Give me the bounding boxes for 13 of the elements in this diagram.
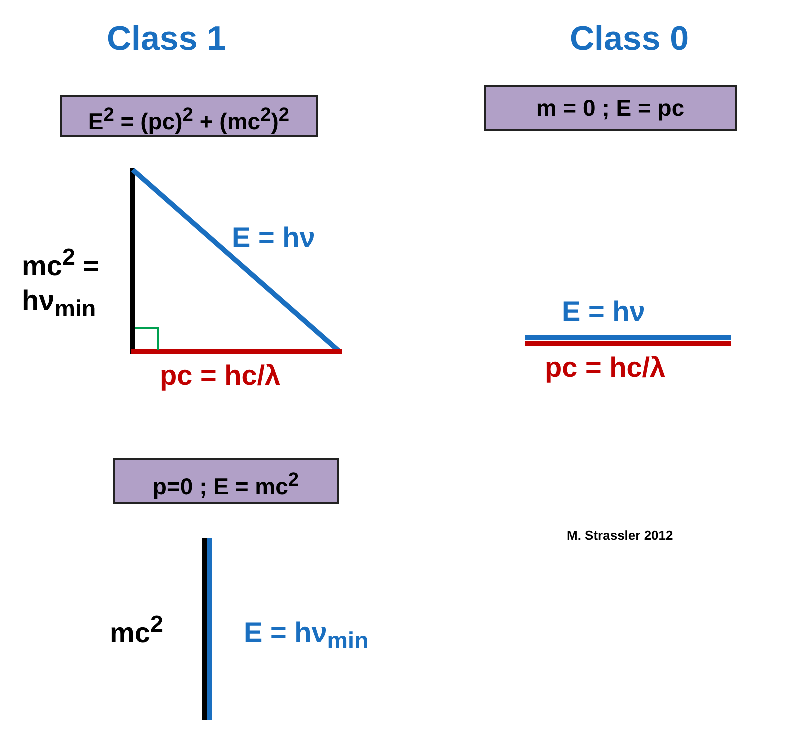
formula-label: E = hν$_{min}$ <box>244 616 369 656</box>
formula-box: m = 0 ; E = pc <box>484 85 737 131</box>
formula-label: E = hν <box>232 221 316 255</box>
formula-label: E = hν <box>562 295 646 329</box>
heading: Class 0 <box>570 19 690 60</box>
formula-label: mc$^{2}$ <box>110 610 164 650</box>
credit-text: M. Strassler 2012 <box>567 528 674 544</box>
formula-box: E$^{2}$ = (pc)$^{2}$ + (mc$^{2}$)$^{2}$ <box>60 95 318 137</box>
formula-label: mc$^{2}$ = hν$_{min}$ <box>22 243 101 324</box>
formula-label: pc = hc/λ <box>160 359 281 393</box>
heading: Class 1 <box>107 19 226 60</box>
formula-box: p=0 ; E = mc$^{2}$ <box>113 458 339 504</box>
formula-label: pc = hc/λ <box>545 351 666 385</box>
